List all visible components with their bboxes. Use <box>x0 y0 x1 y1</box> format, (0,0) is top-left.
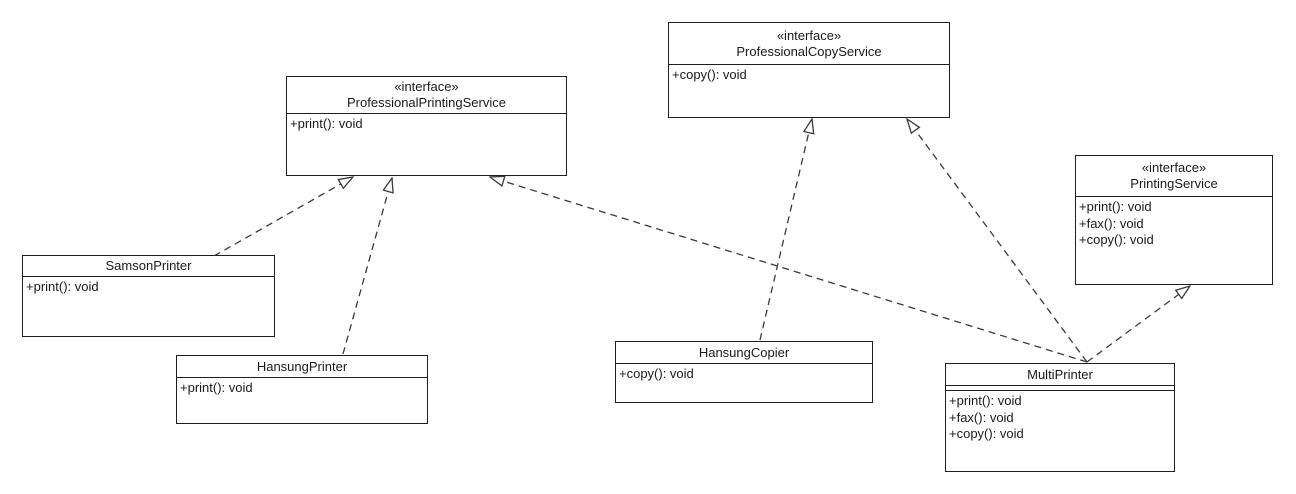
method-label: +print(): void <box>1079 199 1152 214</box>
method-label: +print(): void <box>949 393 1022 408</box>
method-label: +copy(): void <box>619 366 694 381</box>
class-title-compartment: HansungPrinter <box>177 356 427 378</box>
method-label: +copy(): void <box>949 426 1024 441</box>
realization-samsonprinter-to-professionalprintingservice[interactable] <box>213 177 353 257</box>
stereotype-label: «interface» <box>1141 160 1207 175</box>
realization-hansungprinter-to-professionalprintingservice[interactable] <box>342 178 392 355</box>
class-title-compartment: «interface» PrintingService <box>1076 156 1272 197</box>
class-box-professionalcopyservice[interactable]: «interface» ProfessionalCopyService +cop… <box>668 22 950 118</box>
class-name: HansungCopier <box>698 344 790 360</box>
class-box-multiprinter[interactable]: MultiPrinter +print(): void +fax(): void… <box>945 363 1175 472</box>
class-methods-compartment: +print(): void <box>23 277 274 336</box>
class-methods-compartment: +copy(): void <box>669 65 949 117</box>
class-name: ProfessionalCopyService <box>736 43 882 59</box>
class-title-compartment: SamsonPrinter <box>23 256 274 277</box>
class-name: SamsonPrinter <box>105 258 192 273</box>
class-box-samsonprinter[interactable]: SamsonPrinter +print(): void <box>22 255 275 337</box>
class-methods-compartment: +copy(): void <box>616 364 872 402</box>
class-name: PrintingService <box>1130 176 1218 191</box>
class-title-compartment: «interface» ProfessionalPrintingService <box>287 77 566 114</box>
stereotype-label: «interface» <box>394 79 459 94</box>
realization-hansungcopier-to-professionalcopyservice[interactable] <box>759 119 812 341</box>
realization-multiprinter-to-professionalprintingservice[interactable] <box>490 177 1088 363</box>
class-methods-compartment: +print(): void +fax(): void +copy(): voi… <box>1076 197 1272 284</box>
method-label: +print(): void <box>180 380 253 395</box>
class-box-printingservice[interactable]: «interface» PrintingService +print(): vo… <box>1075 155 1273 285</box>
class-title-compartment: MultiPrinter <box>946 364 1174 386</box>
class-methods-compartment: +print(): void <box>177 378 427 423</box>
method-label: +copy(): void <box>672 67 747 82</box>
class-box-hansungcopier[interactable]: HansungCopier +copy(): void <box>615 341 873 403</box>
class-methods-compartment: +print(): void +fax(): void +copy(): voi… <box>946 391 1174 471</box>
stereotype-label: «interface» <box>776 27 842 43</box>
method-label: +fax(): void <box>949 409 1014 425</box>
method-label: +print(): void <box>26 279 99 294</box>
method-label: +copy(): void <box>1079 232 1154 247</box>
class-title-compartment: «interface» ProfessionalCopyService <box>669 23 949 65</box>
class-name: HansungPrinter <box>256 358 348 374</box>
class-name: MultiPrinter <box>1027 366 1093 382</box>
realization-multiprinter-to-printingservice[interactable] <box>1086 286 1190 363</box>
class-box-professionalprintingservice[interactable]: «interface» ProfessionalPrintingService … <box>286 76 567 176</box>
method-label: +print(): void <box>290 116 363 131</box>
class-name: ProfessionalPrintingService <box>347 95 506 110</box>
class-box-hansungprinter[interactable]: HansungPrinter +print(): void <box>176 355 428 424</box>
class-attributes-compartment-empty <box>946 386 1174 391</box>
class-title-compartment: HansungCopier <box>616 342 872 364</box>
realization-multiprinter-to-professionalcopyservice[interactable] <box>907 119 1088 363</box>
class-methods-compartment: +print(): void <box>287 114 566 175</box>
method-label: +fax(): void <box>1079 215 1144 231</box>
